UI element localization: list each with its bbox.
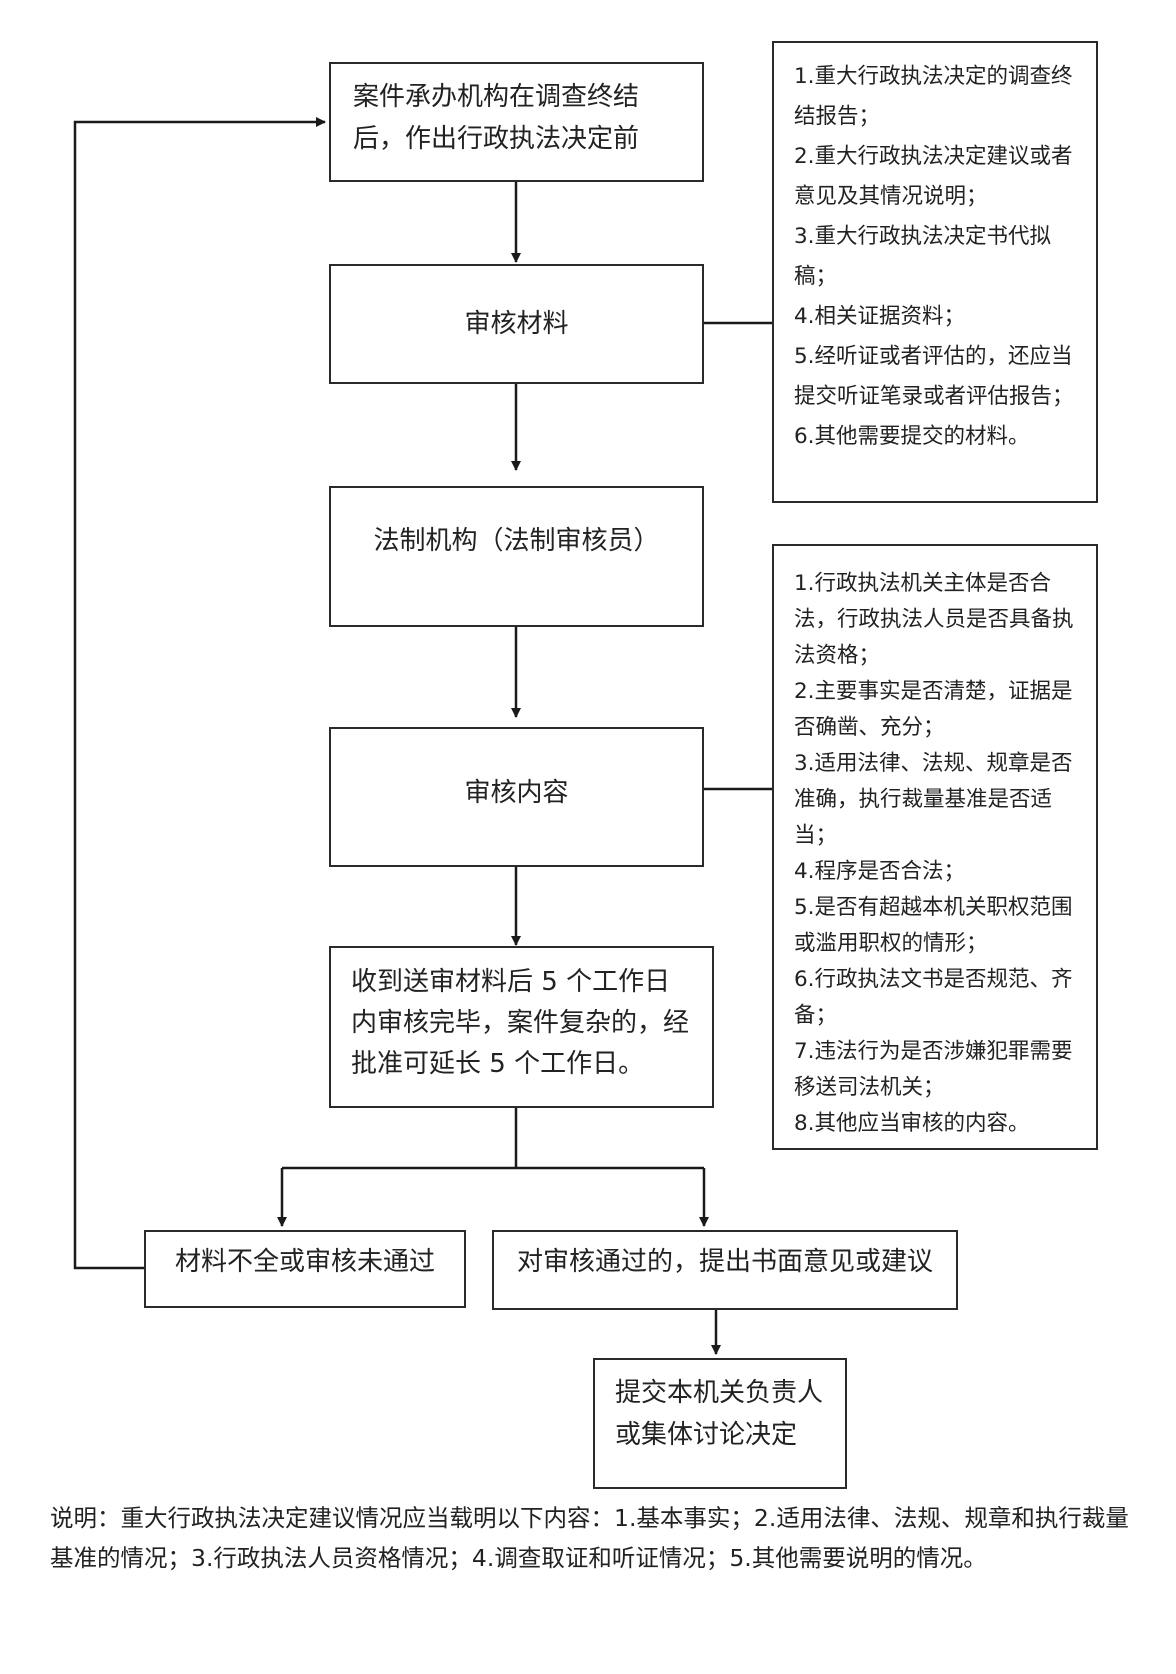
materials-list-item: 1.重大行政执法决定的调查终结报告； [794, 64, 1073, 129]
content-list-item: 7.违法行为是否涉嫌犯罪需要移送司法机关； [794, 1039, 1073, 1100]
materials-list-item: 2.重大行政执法决定建议或者意见及其情况说明； [794, 144, 1073, 209]
content-list-item: 5.是否有超越本机关职权范围或滥用职权的情形； [794, 895, 1073, 956]
passed-box: 对审核通过的，提出书面意见或建议 [492, 1230, 958, 1310]
review-materials-text: 审核材料 [464, 309, 569, 339]
content-list-item: 6.行政执法文书是否规范、齐备； [794, 967, 1073, 1028]
review-materials-box: 审核材料 [329, 264, 704, 384]
review-content-text: 审核内容 [464, 778, 569, 808]
materials-list-item: 6.其他需要提交的材料。 [794, 424, 1030, 449]
content-list-item: 1.行政执法机关主体是否合法，行政执法人员是否具备执法资格； [794, 571, 1074, 668]
materials-list-box: 1.重大行政执法决定的调查终结报告； 2.重大行政执法决定建议或者意见及其情况说… [772, 41, 1098, 503]
deadline-text: 收到送审材料后 5 个工作日内审核完毕，案件复杂的，经批准可延长 5 个工作日。 [351, 967, 690, 1079]
start-step-box: 案件承办机构在调查终结后，作出行政执法决定前 [329, 62, 704, 182]
submit-box: 提交本机关负责人或集体讨论决定 [593, 1358, 847, 1489]
start-step-text: 案件承办机构在调查终结后，作出行政执法决定前 [353, 82, 640, 154]
content-list-item: 2.主要事实是否清楚，证据是否确凿、充分； [794, 679, 1073, 740]
not-passed-text: 材料不全或审核未通过 [174, 1247, 435, 1277]
submit-text: 提交本机关负责人或集体讨论决定 [615, 1378, 824, 1450]
deadline-box: 收到送审材料后 5 个工作日内审核完毕，案件复杂的，经批准可延长 5 个工作日。 [329, 946, 714, 1108]
legal-agency-text: 法制机构（法制审核员） [373, 525, 660, 556]
content-list-item: 4.程序是否合法； [794, 859, 966, 884]
content-list-item: 8.其他应当审核的内容。 [794, 1111, 1030, 1136]
content-list-item: 3.适用法律、法规、规章是否准确，执行裁量基准是否适当； [794, 751, 1073, 848]
materials-list-item: 5.经听证或者评估的，还应当提交听证笔录或者评估报告； [794, 344, 1074, 409]
feedback-loop-line [73, 117, 326, 1270]
review-content-box: 审核内容 [329, 727, 704, 867]
passed-text: 对审核通过的，提出书面意见或建议 [516, 1247, 933, 1277]
legal-agency-box: 法制机构（法制审核员） [329, 486, 704, 627]
content-list-box: 1.行政执法机关主体是否合法，行政执法人员是否具备执法资格； 2.主要事实是否清… [772, 544, 1098, 1150]
footnote: 说明：重大行政执法决定建议情况应当载明以下内容：1.基本事实；2.适用法律、法规… [50, 1504, 1129, 1572]
materials-list-item: 3.重大行政执法决定书代拟稿； [794, 224, 1052, 289]
materials-list-item: 4.相关证据资料； [794, 304, 966, 329]
not-passed-box: 材料不全或审核未通过 [144, 1230, 466, 1308]
